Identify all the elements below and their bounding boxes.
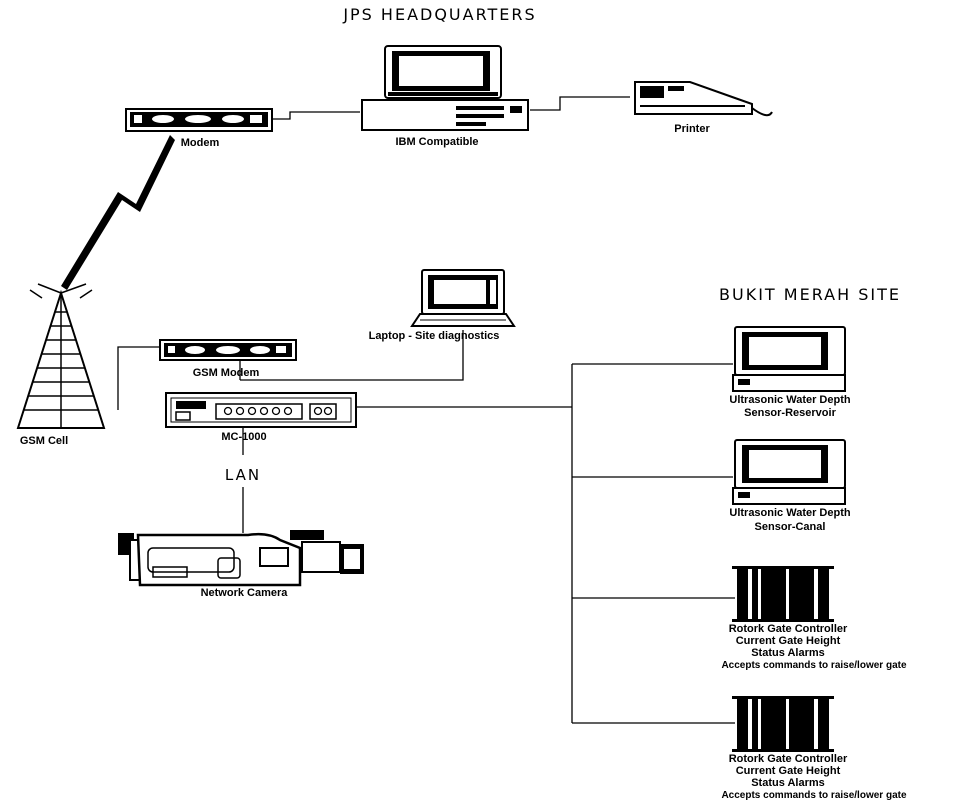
- controller-1-line4: Accepts commands to raise/lower gate: [721, 660, 907, 671]
- sensor-canal-icon: [733, 440, 845, 504]
- modem-pc-link: [272, 112, 360, 119]
- printer-label: Printer: [674, 123, 710, 135]
- pc-label: IBM Compatible: [395, 136, 478, 148]
- controller-1-line2: Current Gate Height: [736, 635, 841, 647]
- cell-tower-icon: [18, 284, 104, 428]
- network-camera-icon: [118, 530, 364, 585]
- controller-2-line2: Current Gate Height: [736, 765, 841, 777]
- camera-label: Network Camera: [201, 587, 289, 599]
- controller-2-line3: Status Alarms: [751, 777, 825, 789]
- controller-1-line1: Rotork Gate Controller: [729, 623, 848, 635]
- sensor-reservoir-line1: Ultrasonic Water Depth: [729, 394, 851, 406]
- printer-icon: [635, 82, 772, 115]
- site-title: BUKIT MERAH SITE: [719, 285, 901, 304]
- wireless-link-icon: [61, 135, 175, 290]
- modem-label: Modem: [181, 137, 220, 149]
- cell-gsm-modem-link: [118, 347, 160, 410]
- headquarters-title: JPS HEADQUARTERS: [342, 5, 536, 24]
- lan-label: LAN: [225, 466, 261, 484]
- sensor-reservoir-icon: [733, 327, 845, 391]
- gate-controller-1-icon: [732, 566, 834, 622]
- sensor-canal-line1: Ultrasonic Water Depth: [729, 507, 851, 519]
- gsm-cell-label: GSM Cell: [20, 435, 68, 447]
- mc-controller-icon: [166, 393, 356, 427]
- gsm-modem-label: GSM Modem: [193, 367, 260, 379]
- modem-icon: [126, 109, 272, 131]
- controller-1-line3: Status Alarms: [751, 647, 825, 659]
- controller-2-line1: Rotork Gate Controller: [729, 753, 848, 765]
- laptop-icon: [412, 270, 514, 326]
- sensor-canal-line2: Sensor-Canal: [755, 521, 826, 533]
- desktop-computer-icon: [362, 46, 528, 130]
- controller-2-line4: Accepts commands to raise/lower gate: [721, 790, 907, 801]
- gsm-modem-icon: [160, 340, 296, 360]
- sensor-reservoir-line2: Sensor-Reservoir: [744, 407, 836, 419]
- laptop-label: Laptop - Site diagnostics: [369, 330, 500, 342]
- gate-controller-2-icon: [732, 696, 834, 752]
- pc-printer-link: [530, 97, 630, 110]
- mc-label: MC-1000: [221, 431, 266, 443]
